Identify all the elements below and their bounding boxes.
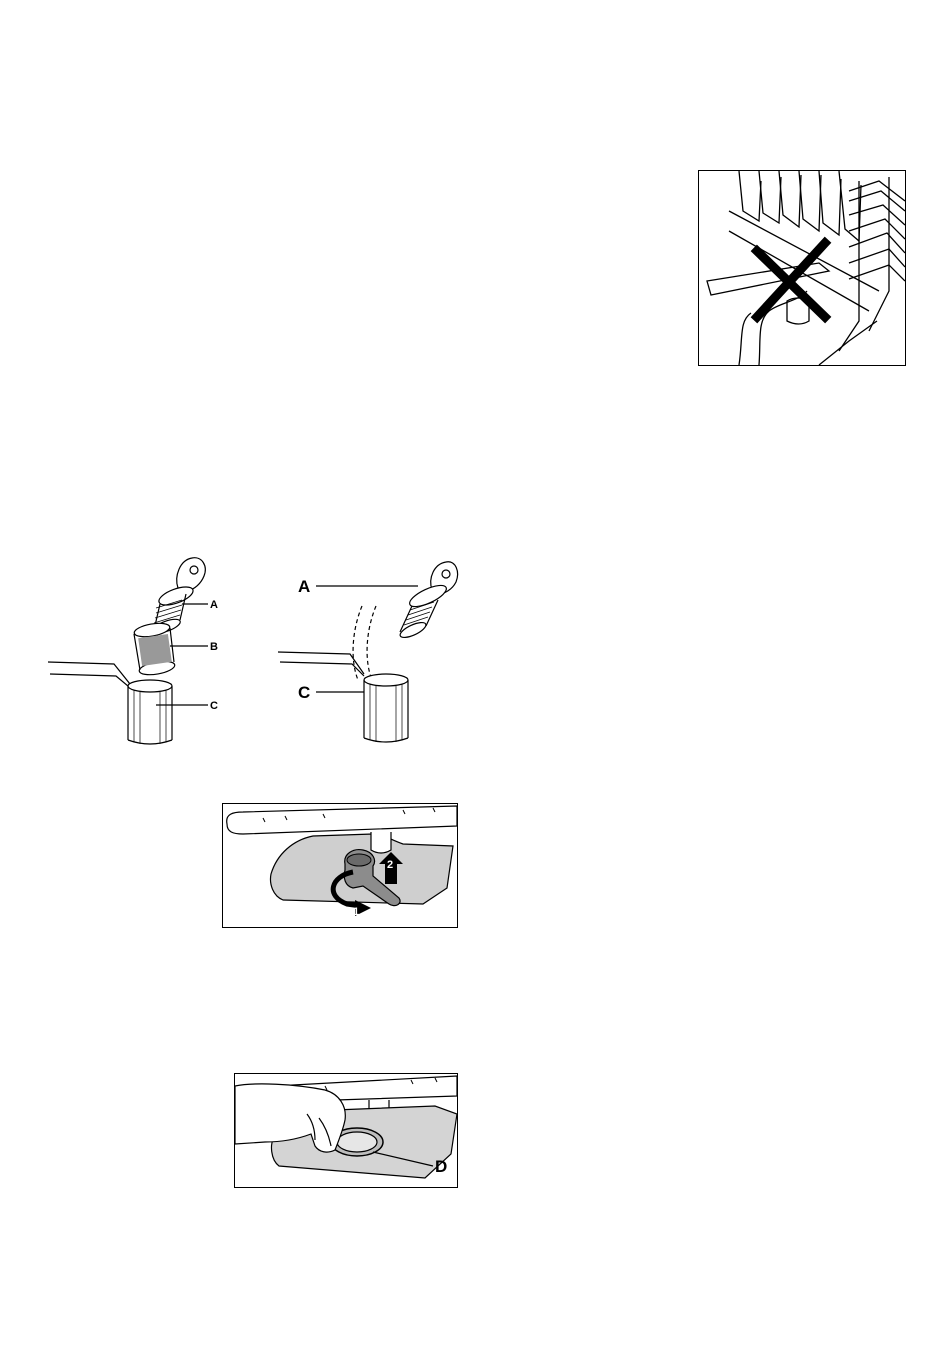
label-d: D	[435, 1157, 447, 1176]
filter-seat-figure: D	[234, 1073, 458, 1188]
filter-assembled-figure: A C	[272, 560, 472, 750]
label-a: A	[210, 599, 218, 611]
label-c: C	[210, 700, 218, 712]
filter-exploded-figure: A B C	[48, 550, 238, 750]
rack-warning-figure	[698, 170, 906, 366]
label-c: C	[298, 683, 310, 702]
step-2-label: 2	[387, 859, 393, 871]
label-b: B	[210, 641, 218, 653]
rack-illustration	[699, 171, 905, 365]
step-1-label: 1	[353, 906, 359, 918]
label-a: A	[298, 577, 310, 596]
filter-removal-figure: 1 2	[222, 803, 458, 928]
